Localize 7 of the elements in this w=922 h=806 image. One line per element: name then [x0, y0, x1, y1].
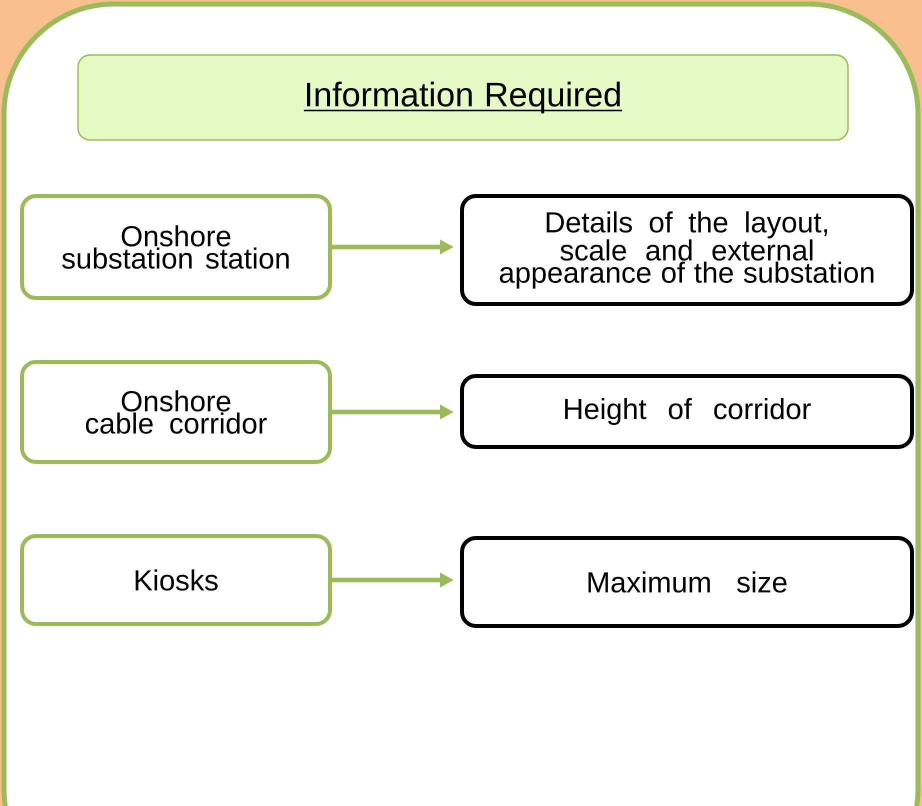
heading-box: Information Required — [77, 54, 849, 141]
topic-box: Onshore substation station — [20, 194, 332, 300]
topic-box: Kiosks — [20, 534, 332, 626]
requirement-box: Height of corridor — [460, 374, 914, 449]
requirement-box: Maximum size — [460, 536, 914, 628]
requirement-box: Details of the layout, scale and external appearance of the substation — [460, 194, 914, 306]
topic-box: Onshore cable corridor — [20, 360, 332, 464]
